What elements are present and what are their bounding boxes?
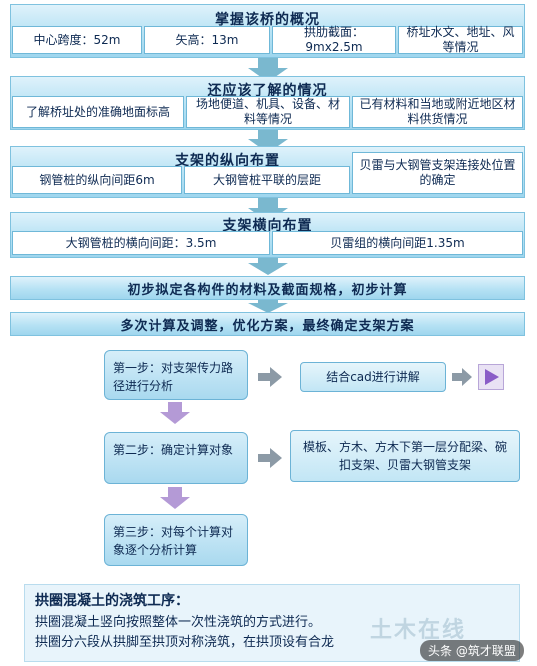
right-arrow-icon: [258, 448, 282, 468]
play-icon: [478, 364, 504, 390]
pouring-procedure-line-2: 拱圈分六段从拱脚至拱顶对称浇筑，在拱顶设有合龙: [35, 634, 335, 650]
section-longitudinal-title: 支架的纵向布置: [175, 153, 280, 169]
step-2-box: 第二步：确定计算对象: [104, 432, 248, 484]
section-preliminary-calc-title: 初步拟定各构件的材料及截面规格，初步计算: [127, 283, 408, 298]
right-arrow-icon: [452, 368, 472, 386]
section-preliminary-calc: 初步拟定各构件的材料及截面规格，初步计算: [10, 276, 525, 300]
down-arrow-icon: [160, 402, 190, 424]
transverse-bailey-spacing: 贝雷组的横向间距1.35m: [272, 231, 523, 255]
section-final-scheme: 多次计算及调整，优化方案，最终确定支架方案: [10, 312, 525, 336]
step-1-result: 结合cad进行讲解: [300, 362, 446, 392]
section-final-scheme-title: 多次计算及调整，优化方案，最终确定支架方案: [120, 319, 415, 334]
transverse-pile-spacing: 大钢管桩的横向间距：3.5m: [12, 231, 270, 255]
step-3-box: 第三步：对每个计算对象逐个分析计算: [104, 514, 248, 566]
down-arrow-icon: [248, 196, 288, 222]
down-arrow-icon: [248, 297, 288, 313]
overview-rise: 矢高：13m: [144, 26, 270, 54]
longitudinal-pile-spacing: 钢管桩的纵向间距6m: [12, 166, 182, 194]
overview-span: 中心跨度：52m: [12, 26, 142, 54]
source-credit: 头条 @筑才联盟: [420, 640, 524, 661]
section-site-info-title: 还应该了解的情况: [207, 83, 328, 99]
pouring-procedure-title: 拱圈混凝土的浇筑工序：: [35, 593, 189, 609]
longitudinal-bracing-layers: 大钢管桩平联的层距: [184, 166, 350, 194]
down-arrow-icon: [248, 255, 288, 275]
site-material-supply: 已有材料和当地或附近地区材料供货情况: [352, 96, 523, 128]
step-1-box: 第一步：对支架传力路径进行分析: [104, 350, 248, 400]
pouring-procedure-line-1: 拱圈混凝土竖向按照整体一次性浇筑的方式进行。: [35, 614, 322, 630]
longitudinal-connection: 贝雷与大钢管支架连接处位置的确定: [352, 152, 523, 194]
section-transverse-title: 支架横向布置: [222, 218, 313, 234]
watermark-logo: 土木在线: [370, 618, 467, 643]
right-arrow-icon: [258, 367, 282, 387]
down-arrow-icon-group: [248, 56, 288, 313]
site-access-equipment: 场地便道、机具、设备、材料等情况: [186, 96, 350, 128]
down-arrow-icon: [248, 56, 288, 82]
step-2-result: 模板、方木、方木下第一层分配梁、碗扣支架、贝雷大钢管支架: [290, 430, 520, 482]
overview-hydrology: 桥址水文、地址、风等情况: [398, 25, 523, 54]
down-arrow-icon: [248, 127, 288, 153]
pouring-procedure-note: 拱圈混凝土的浇筑工序： 拱圈混凝土竖向按照整体一次性浇筑的方式进行。 拱圈分六段…: [24, 584, 520, 662]
down-arrow-icon: [160, 487, 190, 509]
overview-rib-section: 拱肋截面：9mx2.5m: [272, 25, 396, 54]
site-ground-elevation: 了解桥址处的准确地面标高: [12, 96, 184, 128]
section-overview-title: 掌握该桥的概况: [215, 12, 320, 28]
